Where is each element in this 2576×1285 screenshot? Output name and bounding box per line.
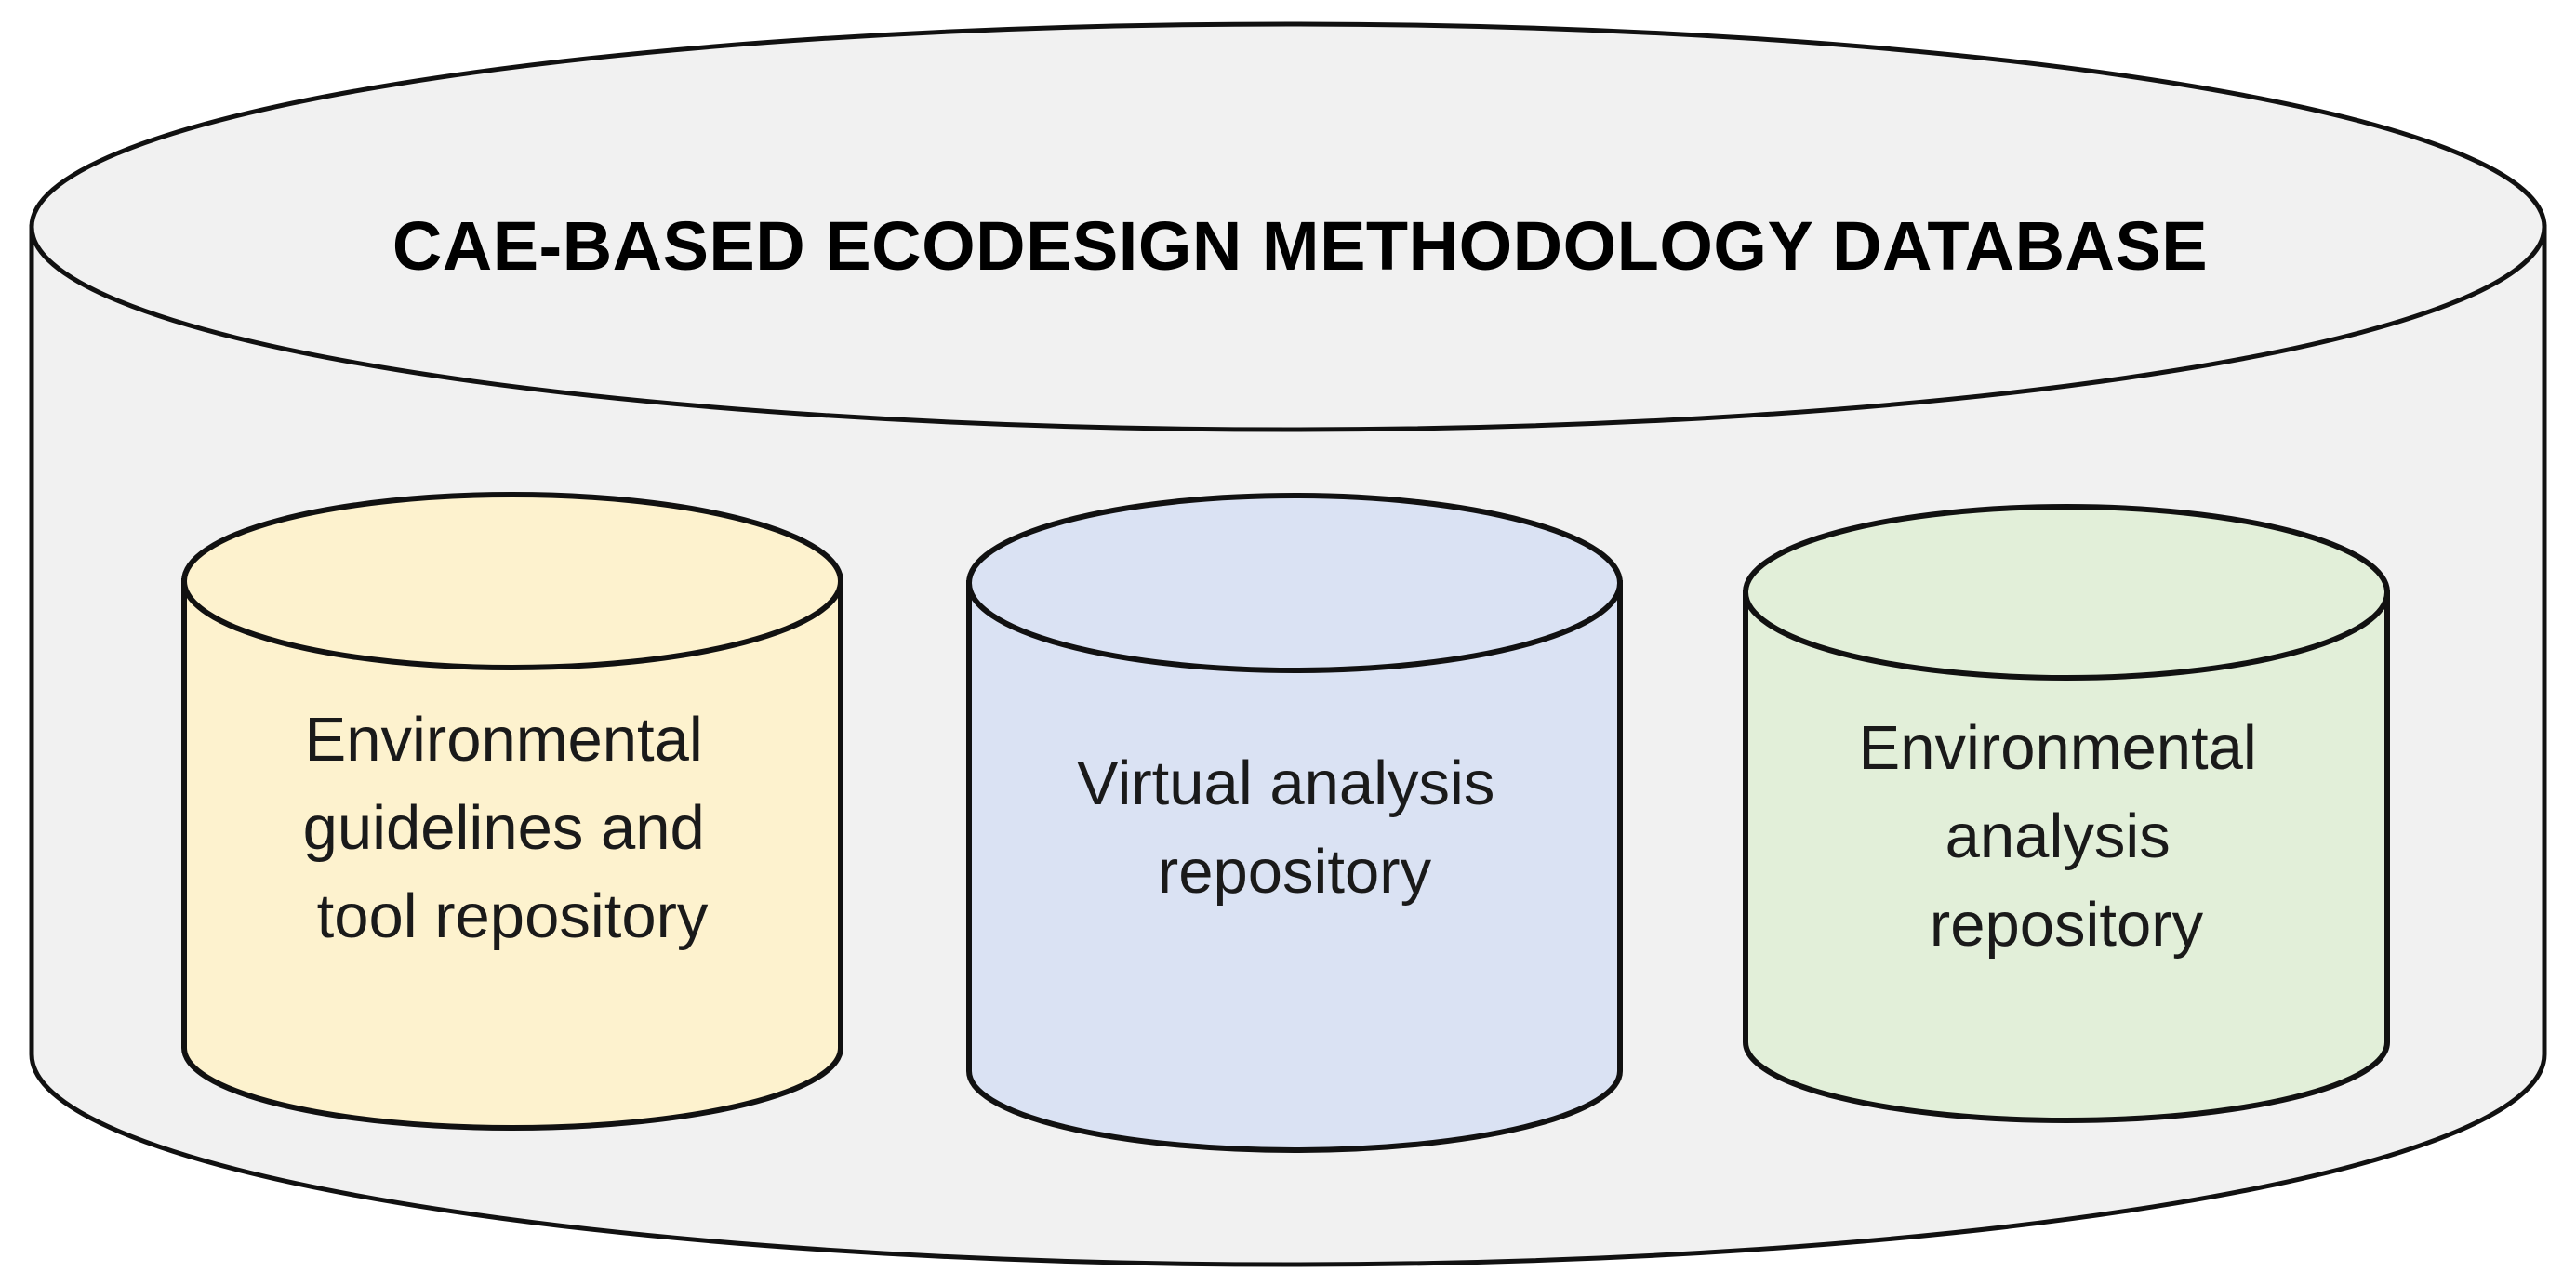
green-cylinder-top-ellipse <box>1743 504 2390 681</box>
blue-cylinder-label-line-1: Virtual analysis <box>1077 748 1494 818</box>
yellow-cylinder-label-line-3: tool repository <box>317 881 709 951</box>
green-cylinder-label: Environmental analysis repository <box>1859 713 2275 960</box>
blue-cylinder-label: Virtual analysis repository <box>1077 748 1512 907</box>
yellow-cylinder-label: Environmental guidelines and tool reposi… <box>303 705 723 951</box>
repository-cylinder-environmental-analysis-repository[interactable]: Environmental analysis repository <box>1743 504 2390 1123</box>
green-cylinder-label-line-3: repository <box>1930 890 2204 960</box>
green-cylinder-body <box>1743 590 2390 1123</box>
outer-cylinder-top-ellipse <box>29 21 2547 432</box>
yellow-cylinder-top-ellipse <box>181 492 843 670</box>
yellow-cylinder-body <box>181 578 843 1131</box>
yellow-cylinder-label-line-1: Environmental <box>305 705 703 775</box>
green-cylinder-label-line-2: analysis <box>1945 801 2171 871</box>
green-cylinder-label-line-1: Environmental <box>1859 713 2257 783</box>
repository-cylinder-virtual-analysis-repository[interactable]: Virtual analysis repository <box>966 493 1623 1153</box>
database-title: CAE-BASED ECODESIGN METHODOLOGY DATABASE <box>392 207 2208 285</box>
blue-cylinder-label-line-2: repository <box>1158 837 1432 907</box>
yellow-cylinder-label-line-2: guidelines and <box>303 793 705 863</box>
repository-cylinder-environmental-guidelines-and-tool-repository[interactable]: Environmental guidelines and tool reposi… <box>181 492 843 1131</box>
blue-cylinder-body <box>966 580 1623 1153</box>
blue-cylinder-top-ellipse <box>966 493 1623 673</box>
